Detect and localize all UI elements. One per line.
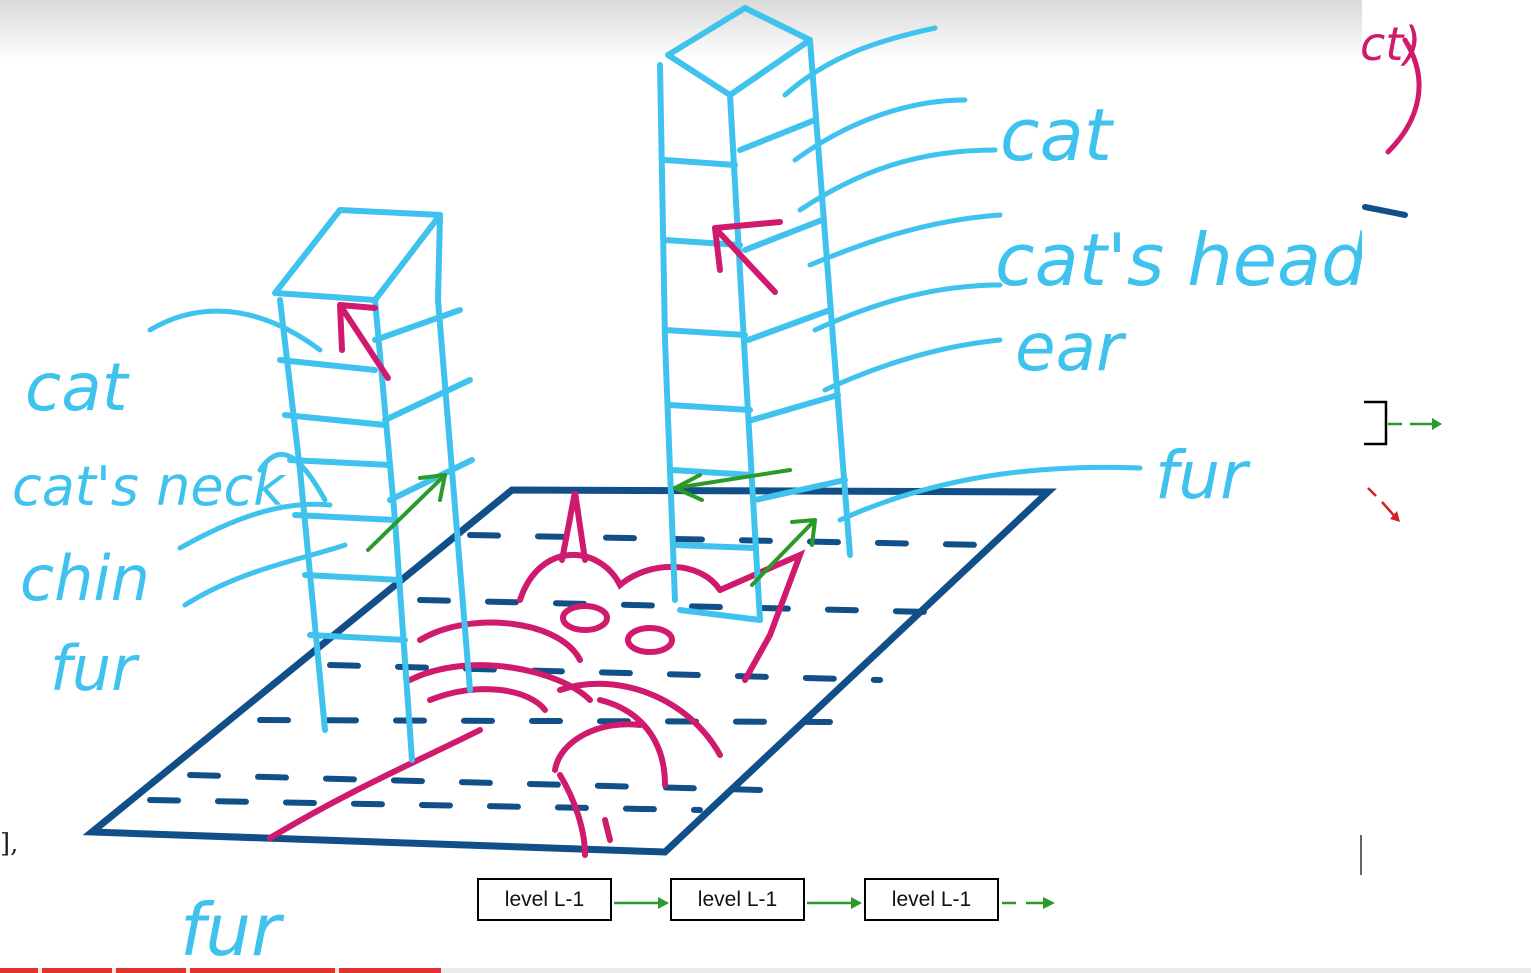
progress-segment (42, 968, 112, 973)
magenta-arrows (337, 219, 783, 381)
cat-sketch (267, 491, 806, 858)
level-box-3: level L-1 (864, 878, 999, 921)
right-label-ear: ear (1015, 309, 1127, 386)
top-shade (0, 0, 1531, 60)
right-panel: ct) (1360, 0, 1531, 973)
right-labels: cat cat's head ear fur (995, 93, 1368, 514)
left-edge-fragment: ], (0, 829, 18, 859)
right-label-cats-head: cat's head (995, 218, 1368, 302)
level-box-2: level L-1 (670, 878, 805, 921)
right-feature-column (657, 5, 853, 623)
right-panel-fragment: ct) (1360, 17, 1421, 71)
right-label-leaders (782, 25, 1143, 523)
video-progress-bar[interactable] (0, 968, 1531, 973)
left-labels: cat cat's neck chin fur (12, 349, 287, 705)
progress-segment (190, 968, 335, 973)
left-label-fur: fur (50, 632, 140, 705)
progress-segment (116, 968, 186, 973)
left-label-cats-neck: cat's neck (12, 455, 287, 518)
left-label-cat: cat (25, 349, 130, 426)
level-box-1: level L-1 (477, 878, 612, 921)
bottom-label-fur: fur (180, 888, 285, 972)
left-label-chin: chin (20, 542, 150, 615)
right-label-fur: fur (1155, 437, 1251, 514)
level-chain-arrows (614, 897, 1055, 909)
green-arrows (366, 468, 817, 587)
right-label-cat: cat (1000, 93, 1115, 177)
left-label-leaders (147, 308, 348, 608)
feature-map-plane (82, 486, 1057, 856)
progress-segment (0, 968, 38, 973)
progress-segment (339, 968, 441, 973)
